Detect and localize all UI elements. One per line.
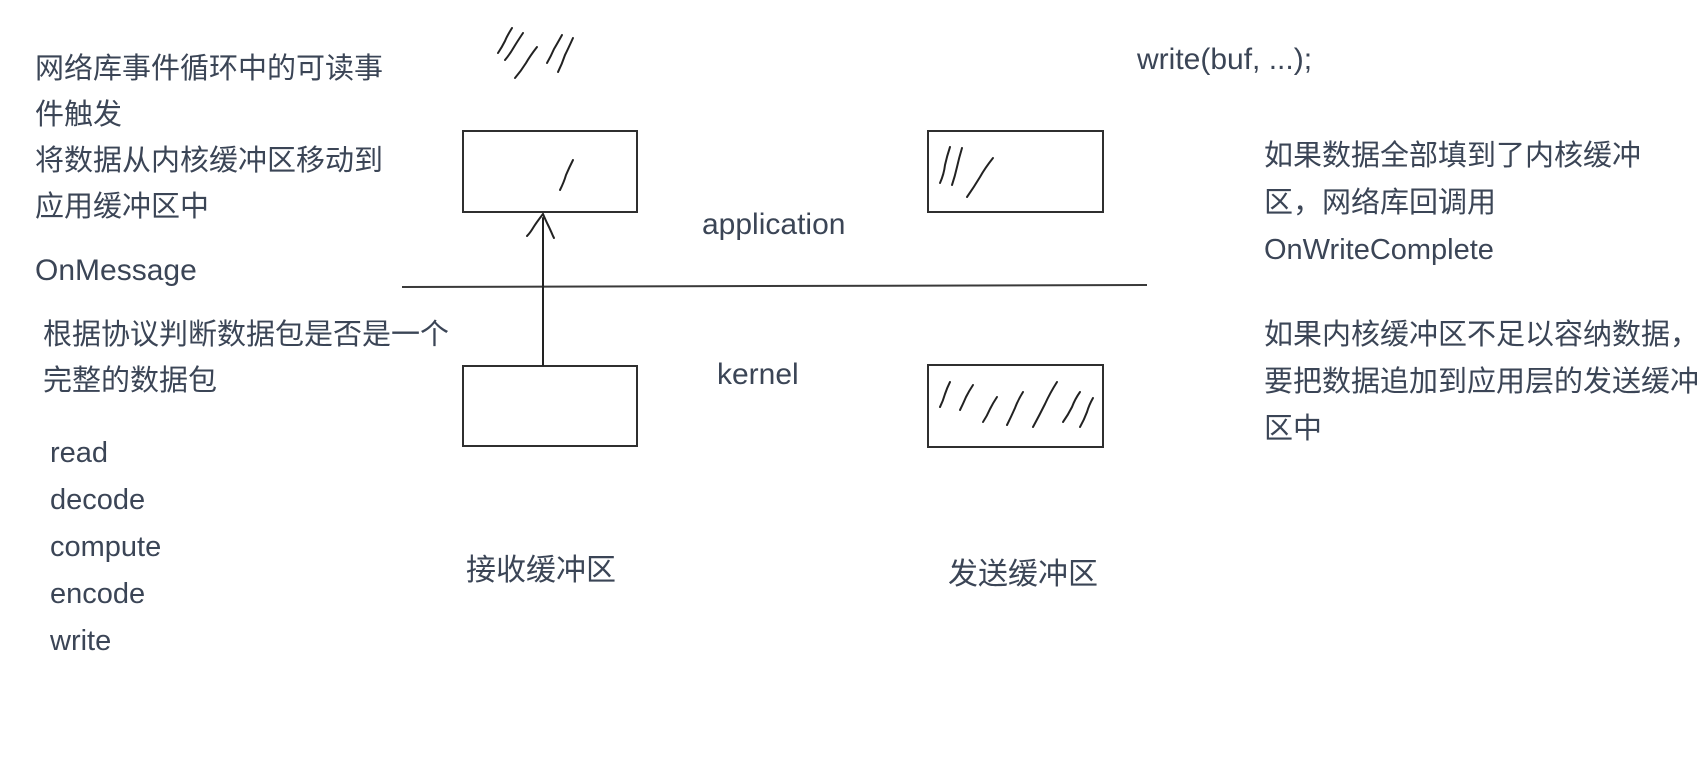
processing-steps-list: read decode compute encode write [50,430,161,665]
note-line: 区中 [1264,413,1323,445]
app-kernel-separator-line [401,284,1148,288]
note-line: 如果数据全部填到了内核缓冲 [1264,140,1642,172]
note-line: 网络库事件循环中的可读事 [35,53,384,85]
kernel-send-data-hatch-icon [939,381,1094,428]
note-line: 将数据从内核缓冲区移动到 [35,145,384,177]
readable-event-note: 网络库事件循环中的可读事 件触发 将数据从内核缓冲区移动到 应用缓冲区中 [35,46,383,230]
note-line: 应用缓冲区中 [35,191,210,223]
on-message-label: OnMessage [35,254,197,287]
write-complete-note: 如果数据全部填到了内核缓冲 区，网络库回调用 OnWriteComplete [1264,133,1641,274]
note-line: 件触发 [35,99,123,131]
app-receive-data-hatch-icon [559,159,574,191]
app-send-data-hatch-icon [939,146,994,198]
kernel-to-app-arrow [526,213,555,366]
note-line: 要把数据追加到应用层的发送缓冲 [1264,366,1700,398]
note-line: 如果内核缓冲区不足以容纳数据， [1264,319,1700,351]
step-item: write [50,625,112,657]
buffer-overflow-note: 如果内核缓冲区不足以容纳数据， 要把数据追加到应用层的发送缓冲 区中 [1264,312,1699,453]
app-send-buffer-box [927,130,1104,213]
note-line: 完整的数据包 [43,365,218,397]
send-buffer-label: 发送缓冲区 [948,558,1098,591]
protocol-check-note: 根据协议判断数据包是否是一个 完整的数据包 [43,312,449,404]
note-line: 区，网络库回调用 [1264,187,1497,219]
note-line: OnWriteComplete [1264,234,1494,266]
step-item: compute [50,531,162,563]
incoming-data-hatch-icon [497,27,574,79]
note-line: 根据协议判断数据包是否是一个 [43,319,450,351]
kernel-receive-buffer-box [462,365,638,447]
step-item: read [50,437,109,469]
application-layer-label: application [702,208,846,241]
receive-buffer-label: 接收缓冲区 [466,554,616,587]
app-receive-buffer-box [462,130,638,213]
kernel-send-buffer-box [927,364,1104,448]
step-item: encode [50,578,146,610]
kernel-layer-label: kernel [717,358,799,391]
step-item: decode [50,484,146,516]
write-call-label: write(buf, ...); [1137,43,1313,76]
